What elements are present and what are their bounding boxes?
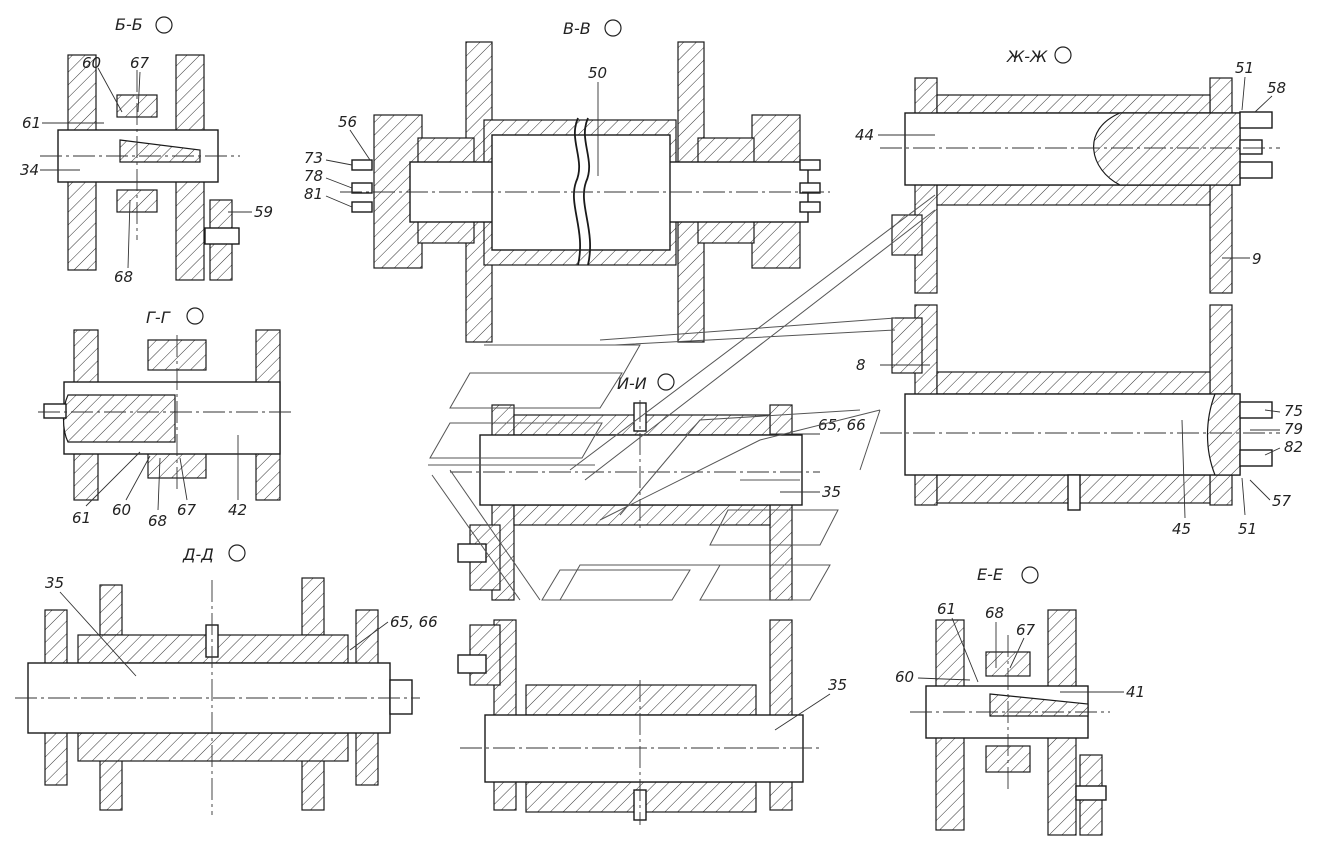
section-ii: И-И 65, 66 35 <box>450 373 866 601</box>
ii-label-65-66: 65, 66 <box>818 416 866 434</box>
ee-label-68: 68 <box>985 604 1004 622</box>
ii-label-35: 35 <box>822 483 841 501</box>
zhzh-label-45: 45 <box>1172 520 1191 538</box>
ee-label-67: 67 <box>1016 621 1036 639</box>
dd-label-35: 35 <box>45 574 64 592</box>
ghost-outline <box>428 194 936 601</box>
gg-label-60: 60 <box>112 501 131 519</box>
bb-label-61: 61 <box>22 114 41 132</box>
bottom-label-35: 35 <box>828 676 847 694</box>
zhzh-label-8: 8 <box>856 356 866 374</box>
ee-label-61: 61 <box>937 600 956 618</box>
gg-label-42: 42 <box>228 501 247 519</box>
bb-label-59: 59 <box>254 203 273 221</box>
bb-label-60: 60 <box>82 54 101 72</box>
zhzh-label-58: 58 <box>1267 79 1286 97</box>
section-bottom: 35 <box>457 619 847 825</box>
ii-title: И-И <box>617 374 647 393</box>
bb-title: Б-Б <box>115 15 143 34</box>
dd-label-65-66: 65, 66 <box>390 613 438 631</box>
vv-label-78: 78 <box>304 167 323 185</box>
vv-label-50: 50 <box>588 64 607 82</box>
zhzh-title: Ж-Ж <box>1006 47 1048 66</box>
section-zhzh: Ж-Ж 51 58 44 9 8 75 79 82 57 51 45 <box>855 46 1303 538</box>
zhzh-label-75: 75 <box>1284 402 1303 420</box>
zhzh-label-9: 9 <box>1252 250 1262 268</box>
section-gg: Г-Г 61 60 68 67 42 <box>38 307 295 530</box>
zhzh-label-79: 79 <box>1284 420 1303 438</box>
vv-title: В-В <box>563 19 591 38</box>
zhzh-label-51-top: 51 <box>1235 59 1254 77</box>
section-vv: В-В 50 56 73 78 81 <box>304 19 830 343</box>
ee-label-41: 41 <box>1126 683 1145 701</box>
vv-label-56: 56 <box>338 113 357 131</box>
bb-label-34: 34 <box>20 161 39 179</box>
zhzh-label-57: 57 <box>1272 492 1292 510</box>
vv-label-73: 73 <box>304 149 323 167</box>
ee-title: Е-Е <box>977 565 1004 584</box>
vv-label-81: 81 <box>304 185 323 203</box>
bb-label-67: 67 <box>130 54 150 72</box>
section-bb: Б-Б 60 67 61 34 59 68 <box>20 15 273 286</box>
zhzh-label-82: 82 <box>1284 438 1303 456</box>
zhzh-label-51-bottom: 51 <box>1238 520 1257 538</box>
gg-label-68: 68 <box>148 512 167 530</box>
ee-label-60: 60 <box>895 668 914 686</box>
gg-label-61: 61 <box>72 509 91 527</box>
dd-title: Д-Д <box>182 545 214 564</box>
zhzh-label-44: 44 <box>855 126 874 144</box>
gg-title: Г-Г <box>146 308 171 327</box>
section-ee: Е-Е 61 68 67 60 41 <box>895 565 1145 836</box>
section-dd: Д-Д 35 65, 66 <box>15 544 438 815</box>
gg-label-67: 67 <box>177 501 197 519</box>
bb-label-68: 68 <box>114 268 133 286</box>
